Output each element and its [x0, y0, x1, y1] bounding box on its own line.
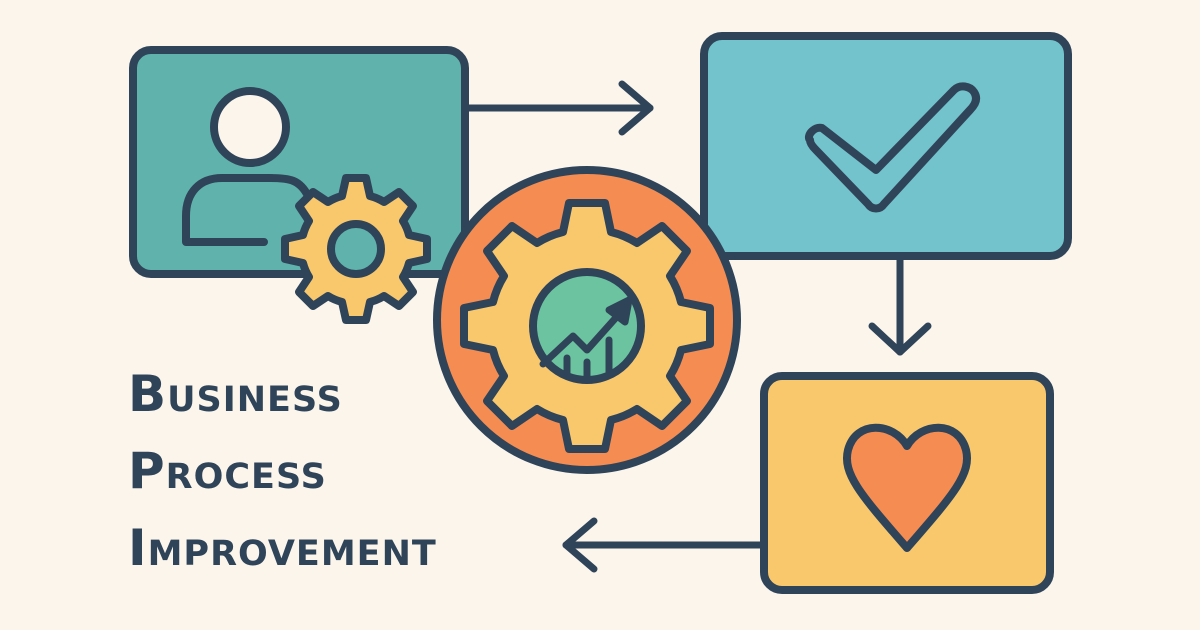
satisfaction-card	[760, 372, 1054, 594]
small-gear-icon	[281, 174, 431, 324]
title-line-business: Business	[128, 365, 343, 423]
heart-icon	[843, 423, 971, 552]
title-line-process: Process	[128, 442, 327, 500]
page-title: Business Process Improvement	[128, 356, 437, 587]
title-line-improvement: Improvement	[128, 519, 437, 577]
arrow-left	[562, 517, 766, 573]
optimization-hub	[433, 166, 741, 474]
growth-chart-icon	[539, 296, 633, 382]
user-icon	[182, 87, 312, 246]
arrow-right	[464, 80, 654, 136]
checkmark-icon	[805, 82, 981, 213]
arrow-down	[868, 254, 932, 356]
approval-card	[700, 32, 1072, 260]
large-gear-icon	[460, 199, 714, 453]
